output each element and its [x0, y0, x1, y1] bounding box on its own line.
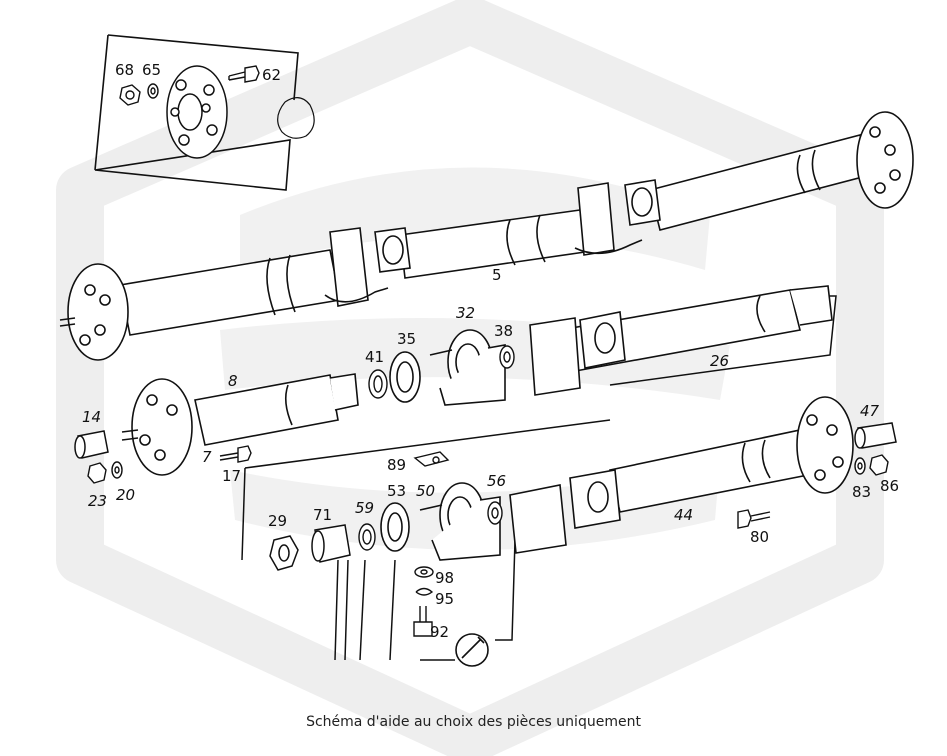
label-32: 32	[456, 304, 475, 322]
flex-disc-inset	[166, 65, 228, 159]
label-29: 29	[268, 512, 287, 530]
label-98: 98	[435, 569, 454, 587]
washer-38	[499, 345, 515, 369]
nut-23	[87, 462, 107, 484]
shaft-8	[194, 373, 359, 446]
label-8: 8	[228, 372, 238, 390]
label-7: 7	[202, 448, 212, 466]
label-38: 38	[494, 322, 513, 340]
label-65: 65	[142, 61, 161, 79]
centre-bearing-5b	[574, 179, 661, 256]
label-14: 14	[82, 408, 101, 426]
label-86: 86	[880, 477, 899, 495]
spring-washer-95	[415, 587, 434, 596]
universal-joint-44	[509, 469, 621, 554]
label-23: 23	[88, 492, 107, 510]
label-53: 53	[387, 482, 406, 500]
propeller-shaft-5	[119, 134, 871, 336]
label-68: 68	[115, 61, 134, 79]
label-35: 35	[397, 330, 416, 348]
ball-bearing-35	[389, 351, 421, 403]
bolt-17	[219, 445, 252, 463]
label-59: 59	[355, 499, 374, 517]
label-20: 20	[116, 486, 135, 504]
label-71: 71	[313, 506, 332, 524]
label-80: 80	[750, 528, 769, 546]
label-26: 26	[710, 352, 729, 370]
label-41: 41	[365, 348, 384, 366]
label-5: 5	[492, 266, 502, 284]
nut-86	[869, 454, 889, 476]
wrench-icon	[455, 633, 489, 667]
flex-disc-47	[796, 396, 854, 494]
centre-bearing-5a	[324, 227, 411, 307]
nut-29	[269, 535, 299, 571]
label-50: 50	[416, 482, 435, 500]
label-17: 17	[222, 467, 241, 485]
label-92: 92	[430, 623, 449, 641]
label-44: 44	[674, 506, 693, 524]
label-47: 47	[860, 402, 880, 420]
bracket-frame-44	[241, 467, 516, 661]
label-56: 56	[487, 472, 506, 490]
flex-disc-rear-5	[856, 111, 914, 209]
bearing-support-50	[419, 482, 501, 561]
ring-41	[368, 369, 388, 399]
washer-65	[147, 83, 159, 99]
washer-98	[414, 566, 434, 578]
bearing-support-32	[429, 329, 506, 406]
bolt-62	[228, 65, 260, 83]
washer-20	[111, 461, 123, 479]
diagram-caption: Schéma d'aide au choix des pièces unique…	[306, 714, 641, 730]
ring-59	[358, 523, 376, 551]
bolt-92	[413, 606, 433, 637]
clip-89	[413, 451, 450, 467]
part-labels: 68 65 62 5 41 35 32 38 26 8 14 23 20 17 …	[82, 61, 899, 641]
label-89: 89	[387, 456, 406, 474]
ball-bearing-53	[380, 502, 410, 552]
universal-joint-26	[529, 311, 626, 396]
sleeve-47	[854, 422, 897, 449]
label-62: 62	[262, 66, 281, 84]
nut-68	[119, 84, 141, 106]
flex-disc-8	[121, 378, 193, 476]
bolt-80	[737, 509, 771, 529]
sleeve-71	[311, 524, 351, 563]
label-83: 83	[852, 483, 871, 501]
label-95: 95	[435, 590, 454, 608]
washer-56	[487, 501, 503, 525]
washer-83	[854, 457, 866, 475]
sleeve-14	[74, 430, 109, 459]
flex-disc-front-5	[59, 263, 129, 361]
